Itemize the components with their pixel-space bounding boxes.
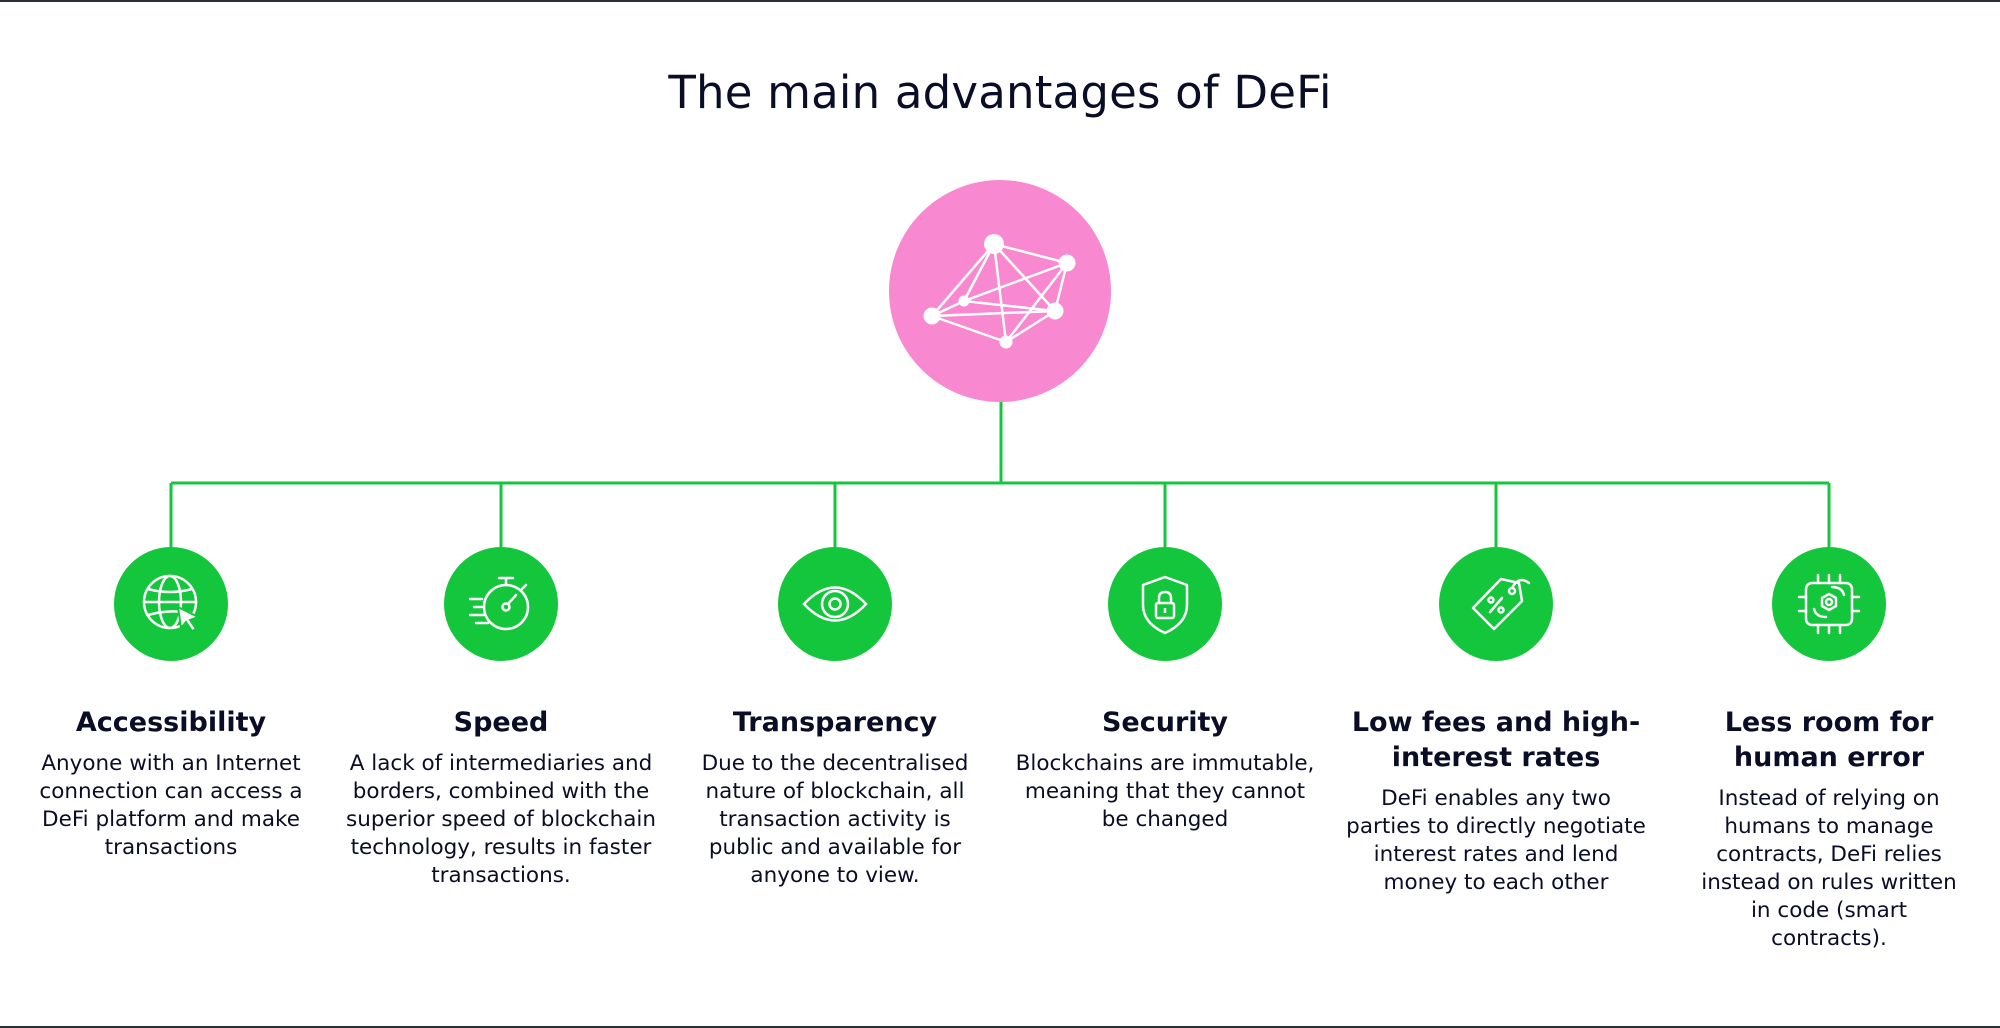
- item-desc-speed: A lack of intermediaries and borders, co…: [346, 751, 656, 888]
- shield-lock-icon: [1141, 575, 1189, 635]
- percent-tag-icon: [1471, 577, 1531, 631]
- top-border: [0, 0, 2000, 2]
- item-title-low-fees: Low fees and high-interest rates: [1351, 707, 1641, 773]
- chip-gear-icon: [1797, 573, 1861, 635]
- node-accessibility: [114, 547, 228, 661]
- bottom-border: [0, 1026, 2000, 1028]
- item-title-speed: Speed: [453, 707, 549, 738]
- item-title-human-error: Less room for human error: [1724, 707, 1934, 773]
- item-title-transparency: Transparency: [732, 707, 938, 738]
- node-speed: [444, 547, 558, 661]
- item-desc-transparency: Due to the decentralised nature of block…: [701, 751, 969, 888]
- network-graph-icon: [923, 234, 1076, 349]
- item-desc-human-error: Instead of relying on humans to manage c…: [1701, 786, 1957, 951]
- item-title-accessibility: Accessibility: [75, 707, 267, 738]
- item-title-security: Security: [1101, 707, 1229, 738]
- hub-circle: [889, 180, 1111, 402]
- node-human-error: [1772, 547, 1886, 661]
- item-desc-accessibility: Anyone with an Internet connection can a…: [39, 751, 303, 860]
- node-transparency: [778, 547, 892, 661]
- item-desc-security: Blockchains are immutable, meaning that …: [1015, 751, 1315, 832]
- node-low-fees: [1439, 547, 1553, 661]
- node-security: [1108, 547, 1222, 661]
- diagram-title: The main advantages of DeFi: [668, 66, 1332, 119]
- item-desc-low-fees: DeFi enables any two parties to directly…: [1346, 786, 1646, 895]
- eye-icon: [802, 586, 868, 622]
- globe-cursor-icon: [142, 574, 201, 633]
- stopwatch-speed-icon: [468, 576, 530, 631]
